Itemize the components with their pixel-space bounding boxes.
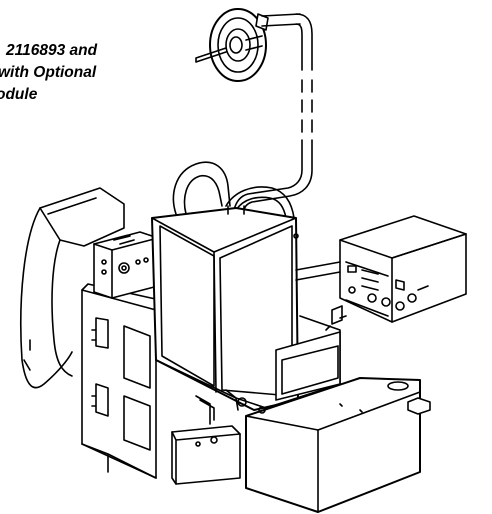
right-control-module: [340, 216, 466, 322]
left-control-box: [94, 232, 158, 298]
caption-line-3: odule: [0, 86, 38, 103]
left-side-bracket: [21, 188, 124, 388]
base-cabinet-right: [246, 378, 430, 512]
caption-line-1: 2116893 and: [6, 42, 98, 59]
base-cabinet-left: [82, 284, 160, 478]
lower-drawer: [172, 390, 265, 484]
central-housing: [152, 206, 298, 410]
top-flange-wheel: [196, 9, 300, 81]
caption-line-2: with Optional: [0, 64, 97, 81]
hose: [173, 162, 294, 218]
figure-caption: 2116893 and with Optional odule: [0, 40, 160, 106]
